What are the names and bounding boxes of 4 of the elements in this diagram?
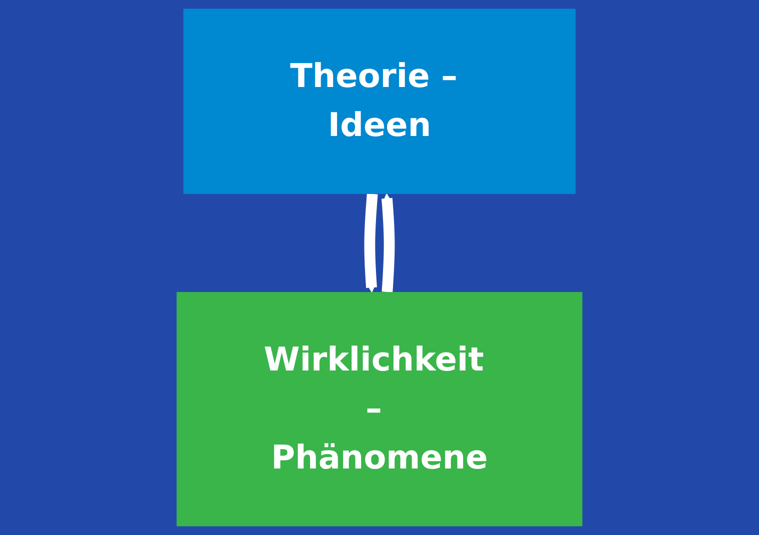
arrow (382, 194, 395, 292)
arrow (364, 194, 378, 292)
node-box: Theorie – Ideen (183, 8, 576, 194)
node-box: Wirklichkeit – Phänomene (176, 292, 582, 526)
